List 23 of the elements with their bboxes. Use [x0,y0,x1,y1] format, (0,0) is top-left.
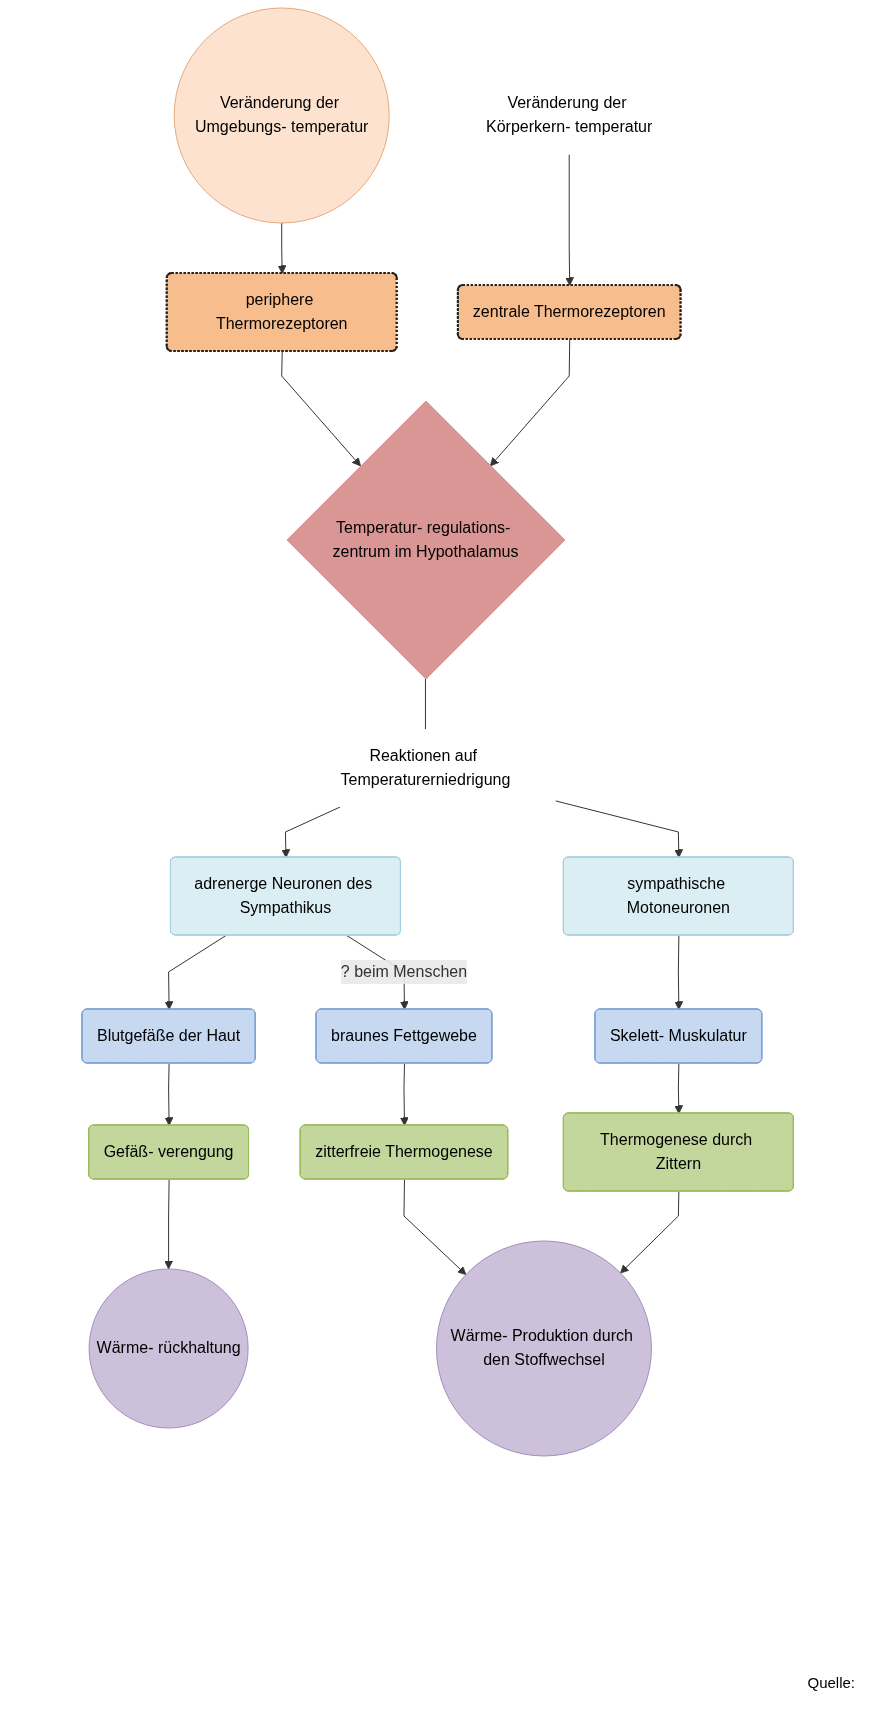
arrow [164,935,227,1010]
node-text: Reaktionen auf Temperaturerniedrigung [340,746,511,788]
node-circle: Veränderung der Umgebungs- temperatur [173,7,390,224]
connector [424,678,426,730]
source-note: Quelle: [807,1674,855,1691]
arrow [674,935,683,1010]
edge-label: ? beim Menschen [340,962,467,980]
arrow [281,351,361,467]
arrow [281,806,341,858]
node-circle: Wärme- rückhaltung [88,1268,249,1429]
arrow [399,1063,409,1126]
node-circle: Wärme- Produktion durch den Stoffwechsel [435,1240,652,1457]
arrow [164,1063,174,1126]
arrow [277,222,287,274]
arrow [403,1179,467,1275]
node-text: Veränderung der Körperkern- temperatur [485,94,653,136]
arrow [489,339,570,467]
node-diamond: Temperatur- regulations- zentrum im Hypothalamus [286,400,566,680]
arrow [619,1191,680,1274]
arrow [565,154,574,286]
arrow [164,1179,173,1270]
arrow [554,800,683,858]
arrow [674,1063,683,1114]
